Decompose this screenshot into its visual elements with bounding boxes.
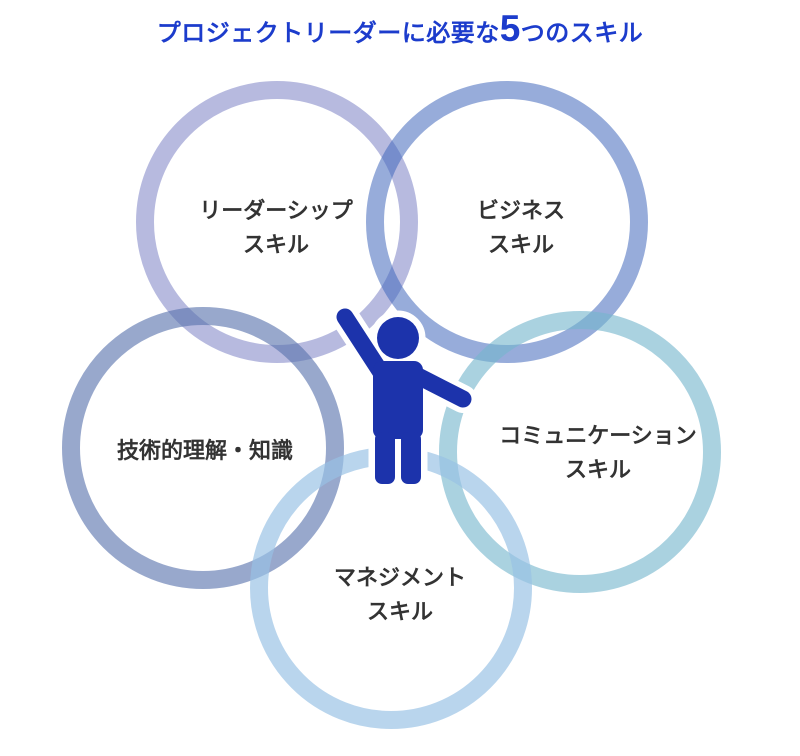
person-figure: [336, 308, 472, 484]
person-right-leg: [401, 432, 421, 484]
label-line: マネジメント: [333, 565, 467, 590]
label-communication: コミュニケーション スキル: [499, 419, 697, 487]
label-line: スキル: [564, 457, 631, 482]
ring-leadership: [136, 81, 418, 363]
person-head: [377, 317, 419, 359]
label-line: スキル: [366, 599, 434, 624]
label-leadership: リーダーシップ スキル: [199, 194, 353, 262]
title-number: 5: [499, 8, 521, 49]
label-line: スキル: [242, 232, 309, 257]
label-management: マネジメント スキル: [334, 561, 466, 629]
person-torso: [373, 361, 423, 439]
ring-communication: [439, 311, 721, 593]
label-line: コミュニケーション: [499, 423, 697, 448]
label-line: ビジネス: [476, 198, 566, 223]
ring-technical: [62, 307, 344, 589]
page-title: プロジェクトリーダーに必要な5つのスキル: [157, 8, 644, 55]
title-suffix: つのスキル: [520, 20, 644, 47]
person-left-leg: [375, 432, 395, 484]
label-line: 技術的理解・知識: [116, 438, 294, 463]
label-business: ビジネス スキル: [477, 194, 565, 262]
label-technical: 技術的理解・知識: [117, 434, 293, 468]
label-line: リーダーシップ: [199, 198, 353, 223]
ring-business: [366, 81, 648, 363]
label-line: スキル: [487, 232, 555, 257]
title-prefix: プロジェクトリーダーに必要な: [156, 20, 500, 47]
